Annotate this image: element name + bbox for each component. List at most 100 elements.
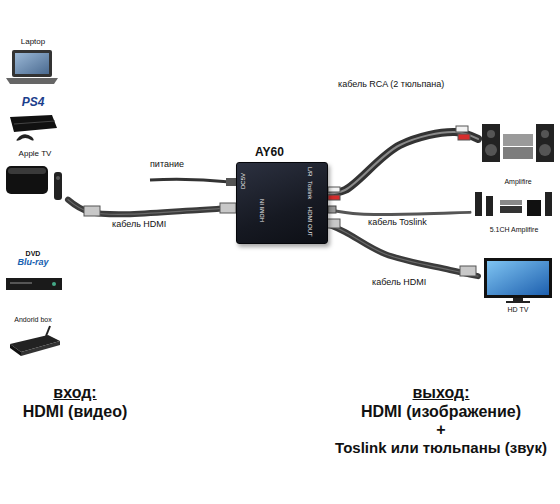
amplifier-unit (503, 134, 533, 146)
surround-system-icon (475, 192, 552, 216)
game-console-device: PS4 (2, 96, 64, 140)
speaker-cone (487, 130, 495, 138)
speaker-left (482, 124, 500, 162)
cable-label: кабель Toslink (368, 218, 427, 228)
router-side (10, 344, 21, 356)
laptop-base (6, 78, 58, 84)
tv-frame (484, 258, 552, 298)
rca-plug-white (328, 187, 340, 192)
power-cable (150, 178, 236, 186)
port-label: DC5V (240, 173, 247, 189)
amplifier-icon (482, 124, 554, 162)
caption-text: + (322, 421, 560, 439)
cable-group (328, 224, 478, 276)
rca-plug-white (456, 126, 468, 132)
cable (328, 209, 470, 214)
hdmi-plug (460, 266, 476, 276)
device-label: Apple TV (19, 150, 52, 159)
ps4-groove (14, 121, 55, 124)
laptop-device: Laptop (2, 38, 64, 86)
device-label: 5.1CH Amplifire (490, 226, 539, 234)
speaker-cone (541, 130, 549, 138)
disc-player-device: DVDBlu-ray (2, 250, 64, 294)
cable-label: питание (150, 160, 220, 170)
device-label: HD TV (508, 306, 529, 314)
hdmi-plug (84, 206, 100, 216)
port-label: L/R (306, 167, 313, 176)
tv-stand (513, 298, 523, 301)
caption-text: выход: (322, 384, 560, 402)
subwoofer (527, 200, 541, 216)
speaker-tower (545, 192, 552, 216)
ps4-console (10, 115, 57, 132)
power-plug (226, 178, 236, 186)
plug-group (84, 126, 476, 276)
device-label: PS4 (22, 96, 45, 109)
hdmi-plug (220, 203, 236, 213)
speaker-tower (486, 196, 493, 216)
caption-text: Toslink или тюльпаны (звук) (322, 440, 560, 457)
cable-highlight (328, 132, 478, 194)
rca-plug-red (328, 195, 340, 200)
tv-screen (487, 261, 549, 295)
cable-label: кабель HDMI (112, 220, 166, 230)
bluray-player-icon (6, 278, 62, 290)
speaker-cone (539, 144, 551, 156)
caption-text: вход: (0, 384, 150, 402)
apple-tv-remote (54, 172, 62, 200)
laptop-icon (6, 50, 58, 84)
cable-group (328, 132, 478, 194)
caption-text: HDMI (видео) (0, 403, 150, 421)
cable-label: кабель HDMI (372, 278, 426, 288)
device-label: AY60 (255, 146, 284, 159)
media-player-device: Apple TV (2, 150, 68, 212)
ps4-controller (16, 134, 33, 140)
device-label: DVD (26, 250, 41, 258)
cable-label: кабель RCA (2 тюльпана) (338, 80, 444, 90)
remote-button (56, 176, 60, 180)
router-antenna (46, 326, 50, 336)
apple-tv-highlight (8, 168, 46, 174)
tv-icon (484, 258, 552, 303)
tv-device: HD TV (478, 256, 558, 314)
speaker-tower (475, 192, 482, 216)
player-body (6, 278, 62, 290)
audio-extractor-box: AY60DC5VHDMI INL/RToslinkHDMI OUT (236, 162, 328, 244)
device-label: Laptop (21, 38, 45, 47)
connector-group (68, 132, 478, 276)
apple-tv-icon (6, 166, 62, 200)
port-label: Toslink (306, 181, 313, 199)
amplifier-device: Amplifire (478, 116, 558, 186)
cable-group (328, 209, 470, 214)
speaker-right (536, 124, 554, 162)
laptop-screen (15, 53, 49, 74)
cable-highlight (328, 224, 478, 276)
router-front (21, 341, 60, 356)
port-label: Blu-ray (17, 258, 48, 268)
speaker-cone (485, 144, 497, 156)
disc-tray (10, 282, 32, 284)
ps4-icon (10, 115, 57, 141)
center-speaker (500, 206, 522, 213)
android-box-icon (10, 326, 60, 356)
apple-tv-box (6, 166, 48, 194)
cable (328, 224, 478, 276)
cable (328, 132, 478, 194)
laptop-lid (12, 50, 52, 77)
port-label: HDMI OUT (306, 207, 313, 237)
device-label: Amplifire (504, 178, 531, 186)
amplifier-unit (503, 147, 533, 159)
device-label: Andorid box (14, 316, 51, 324)
surround-amplifier-device: 5.1CH Amplifire (470, 188, 558, 234)
port-label: HDMI IN (259, 199, 266, 222)
hdmi-plug (326, 219, 340, 228)
caption-text: HDMI (изображение) (322, 403, 560, 421)
receiver (500, 200, 522, 205)
power-led (52, 282, 56, 286)
toslink-plug (328, 206, 336, 213)
power-wire (150, 179, 230, 182)
rca-plug-red (458, 134, 470, 140)
